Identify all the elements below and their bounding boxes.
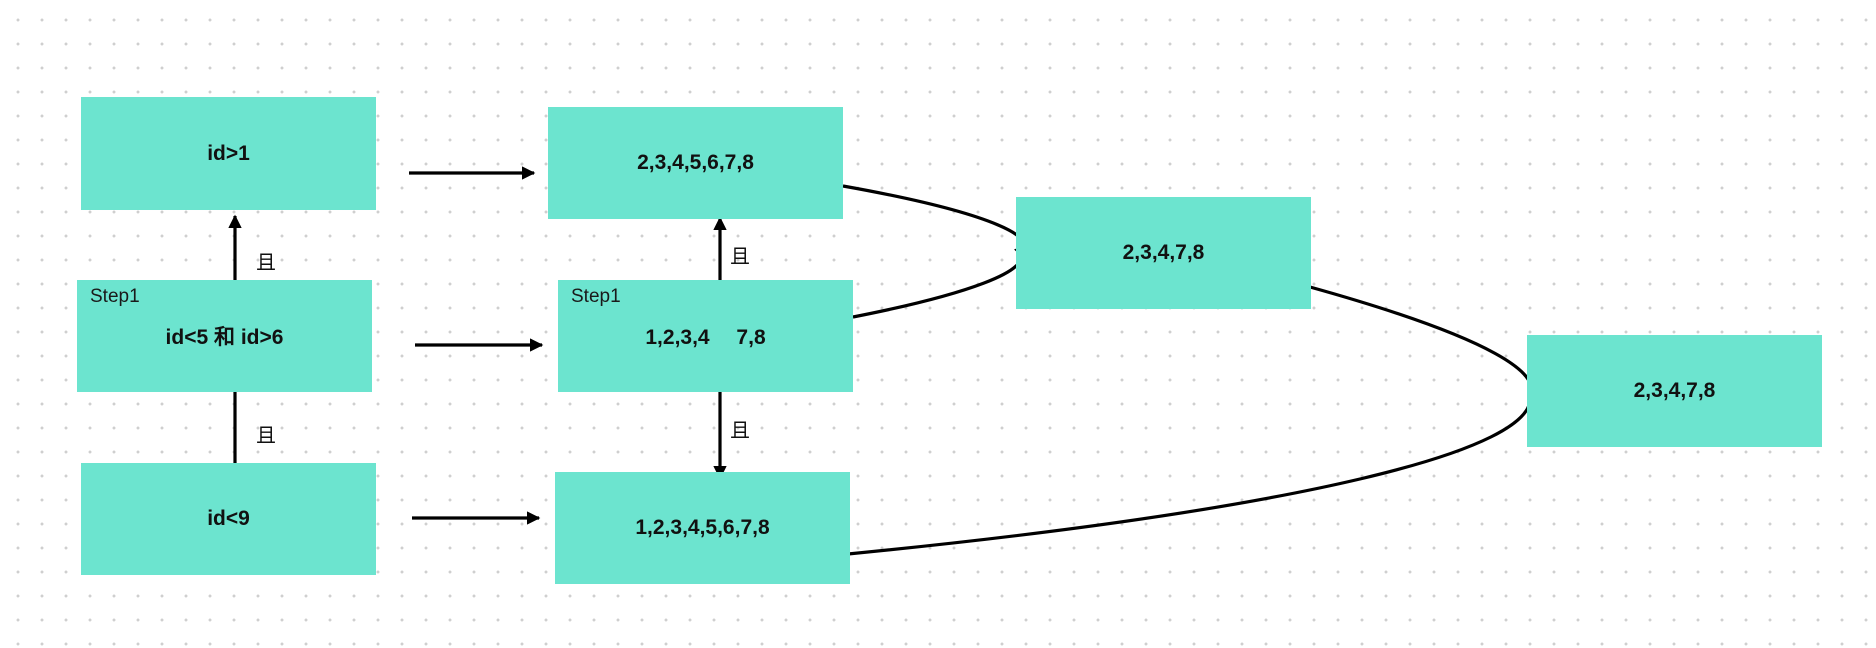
node-id-gt-1[interactable]: id>1 — [81, 97, 376, 210]
node-set-1-to-8[interactable]: 1,2,3,4,5,6,7,8 — [555, 472, 850, 584]
edge-label-left-up: 且 — [256, 250, 276, 274]
node-result-final[interactable]: 2,3,4,7,8 — [1527, 335, 1822, 447]
edge-label-left-down: 且 — [256, 423, 276, 447]
edge-label-mid-down: 且 — [730, 418, 750, 442]
node-set-2-to-8[interactable]: 2,3,4,5,6,7,8 — [548, 107, 843, 219]
node-step1-set[interactable]: Step1 1,2,3,4 7,8 — [558, 280, 853, 392]
node-step1-condition[interactable]: Step1 id<5 和 id>6 — [77, 280, 372, 392]
node-result-mid[interactable]: 2,3,4,7,8 — [1016, 197, 1311, 309]
node-label: id<5 和 id>6 — [165, 326, 284, 349]
node-label: 1,2,3,4 7,8 — [645, 326, 766, 349]
node-label: 2,3,4,7,8 — [1633, 379, 1716, 402]
node-label: 1,2,3,4,5,6,7,8 — [635, 516, 770, 539]
node-label: 2,3,4,7,8 — [1122, 241, 1205, 264]
curve-merge-bottom — [837, 285, 1533, 557]
curve-merge-top — [842, 184, 1025, 319]
edge-label-mid-up: 且 — [730, 244, 750, 268]
step-label: Step1 — [571, 286, 621, 307]
node-label: 2,3,4,5,6,7,8 — [637, 151, 754, 174]
node-label: id<9 — [207, 507, 250, 530]
node-id-lt-9[interactable]: id<9 — [81, 463, 376, 575]
step-label: Step1 — [90, 286, 140, 307]
node-label: id>1 — [207, 141, 250, 165]
